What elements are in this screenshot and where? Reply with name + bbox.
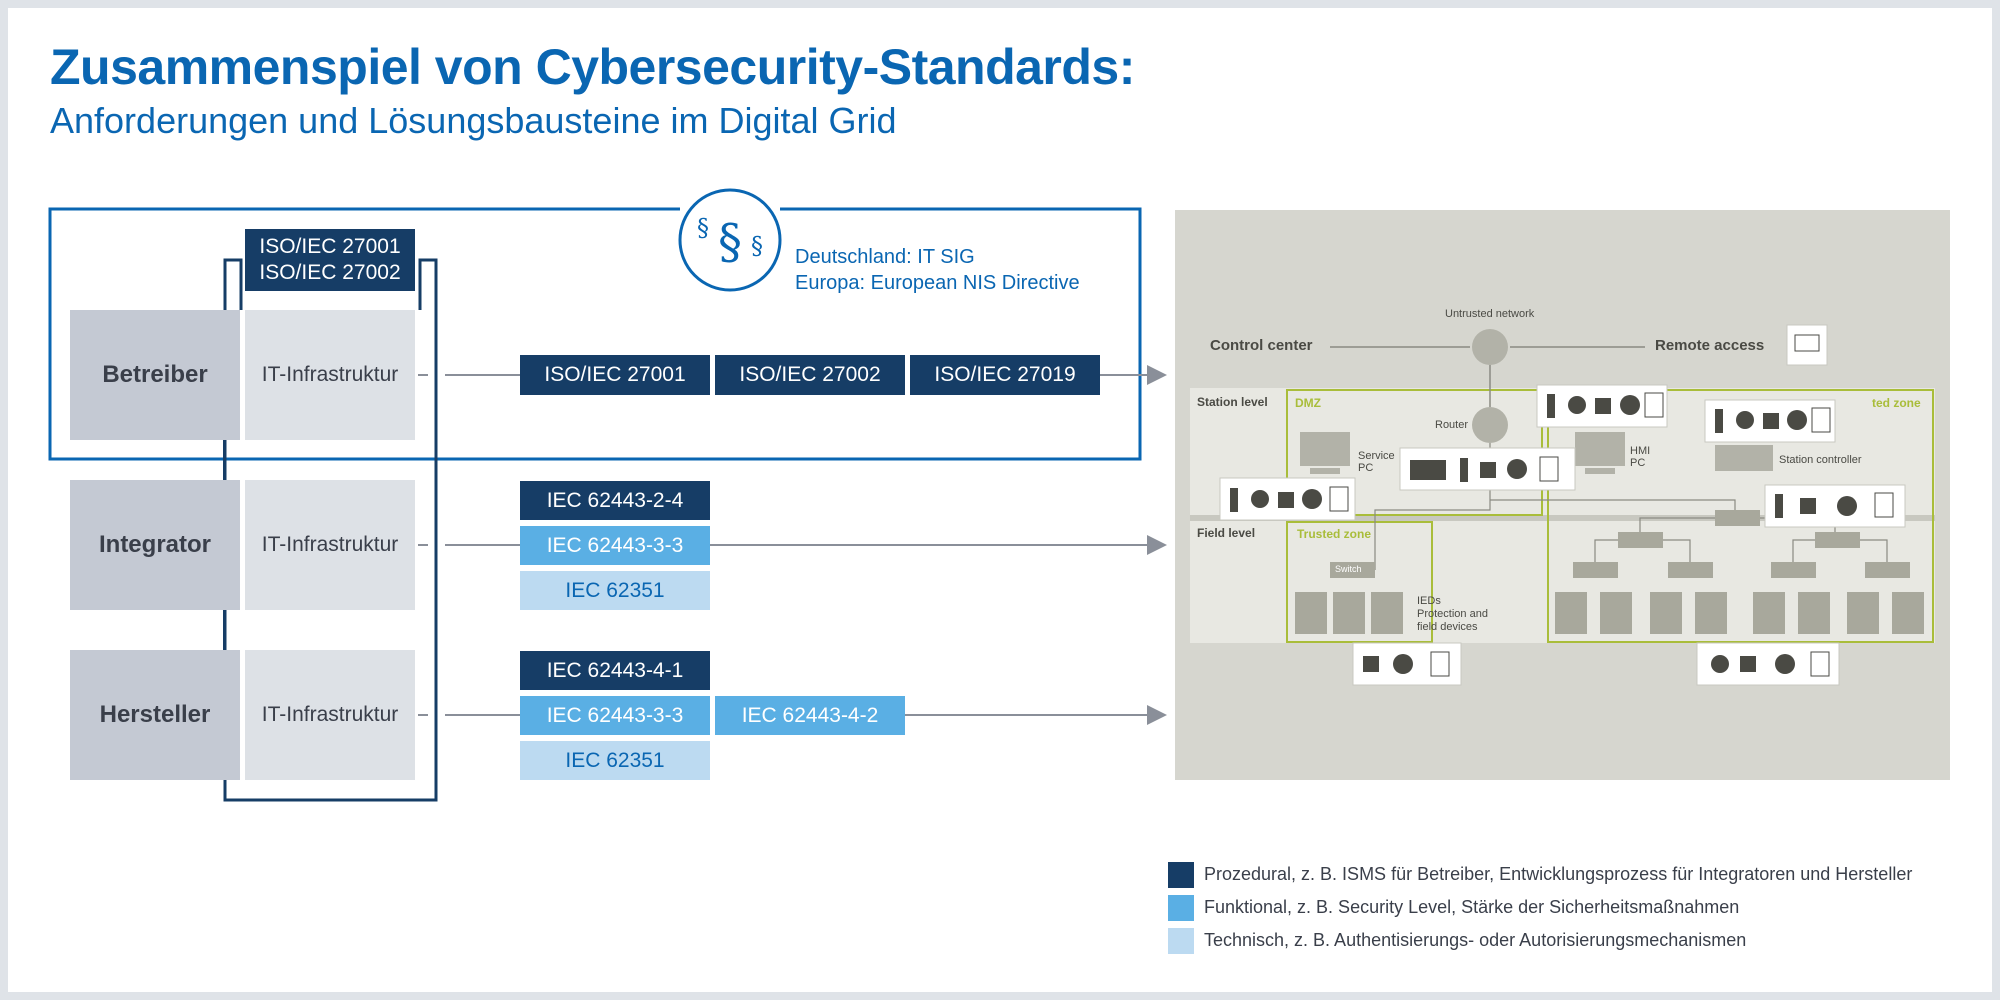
network-diagram: Untrusted network Control center Remote … — [1175, 210, 1950, 780]
role-betreiber: Betreiber — [70, 310, 240, 440]
net-field-level: Field level — [1197, 526, 1256, 540]
net-service-pc: Service PC — [1358, 450, 1395, 474]
role-integrator: Integrator — [70, 480, 240, 610]
legend-swatch — [1168, 927, 1194, 954]
net-dmz: DMZ — [1295, 396, 1321, 410]
legend-text: Prozedural, z. B. ISMS für Betreiber, En… — [1204, 864, 1913, 884]
standard-box: IEC 62351 — [520, 741, 710, 780]
law-europe: Europa: European NIS Directive — [795, 272, 1080, 294]
net-station-controller: Station controller — [1779, 454, 1862, 466]
standard-box: IEC 62443-4-2 — [715, 696, 905, 735]
infra-hersteller: IT-Infrastruktur — [245, 650, 415, 780]
net-remote-access: Remote access — [1655, 337, 1765, 354]
net-control-center: Control center — [1210, 337, 1313, 354]
network-graphic — [1190, 324, 1935, 686]
standard-box: ISO/IEC 27001 — [520, 355, 710, 395]
role-connector — [223, 440, 226, 480]
page-title: Zusammenspiel von Cybersecurity-Standard… — [50, 39, 1135, 95]
net-trusted-zone: Trusted zone — [1297, 527, 1372, 541]
infra-integrator: IT-Infrastruktur — [245, 480, 415, 610]
net-router: Router — [1435, 419, 1469, 431]
net-untrusted-label: Untrusted network — [1445, 308, 1535, 320]
standard-box: IEC 62443-4-1 — [520, 651, 710, 690]
bracket-left — [223, 258, 438, 802]
standard-box: IEC 62443-2-4 — [520, 481, 710, 520]
legend-swatch — [1168, 861, 1194, 888]
standard-box: ISO/IEC 27019 — [910, 355, 1100, 395]
legend-text: Technisch, z. B. Authentisierungs- oder … — [1204, 930, 1747, 950]
standard-box: IEC 62443-3-3 — [520, 696, 710, 735]
top-standard-2: ISO/IEC 27002 — [259, 261, 401, 284]
paragraph-icon: § § § — [678, 188, 782, 292]
role-hersteller: Hersteller — [70, 650, 240, 780]
net-station-level: Station level — [1197, 395, 1268, 409]
legend-text: Funktional, z. B. Security Level, Stärke… — [1204, 897, 1740, 917]
legend: Prozedural, z. B. ISMS für Betreiber, En… — [1168, 858, 1912, 957]
standard-box: IEC 62351 — [520, 571, 710, 610]
operator-frame — [48, 207, 1142, 461]
legend-item-procedural: Prozedural, z. B. ISMS für Betreiber, En… — [1168, 858, 1912, 891]
top-standard-1: ISO/IEC 27001 — [259, 235, 401, 258]
net-switch: Switch — [1335, 564, 1362, 574]
standard-box: IEC 62443-3-3 — [520, 526, 710, 565]
infra-betreiber: IT-Infrastruktur — [245, 310, 415, 440]
top-standards-box: ISO/IEC 27001 ISO/IEC 27002 — [245, 229, 415, 291]
net-hmi-pc: HMI PC — [1630, 445, 1651, 469]
svg-text:§: § — [697, 214, 709, 242]
net-ieds: IEDs Protection and field devices — [1417, 595, 1488, 633]
legend-item-technical: Technisch, z. B. Authentisierungs- oder … — [1168, 924, 1912, 957]
svg-text:§: § — [718, 214, 742, 270]
legend-swatch — [1168, 894, 1194, 921]
law-germany: Deutschland: IT SIG — [795, 246, 975, 268]
svg-text:§: § — [751, 232, 763, 260]
net-trusted-zone-right: ted zone — [1872, 396, 1921, 410]
legend-item-functional: Funktional, z. B. Security Level, Stärke… — [1168, 891, 1912, 924]
role-connector — [223, 610, 226, 650]
page-subtitle: Anforderungen und Lösungsbausteine im Di… — [50, 100, 897, 141]
standard-box: ISO/IEC 27002 — [715, 355, 905, 395]
